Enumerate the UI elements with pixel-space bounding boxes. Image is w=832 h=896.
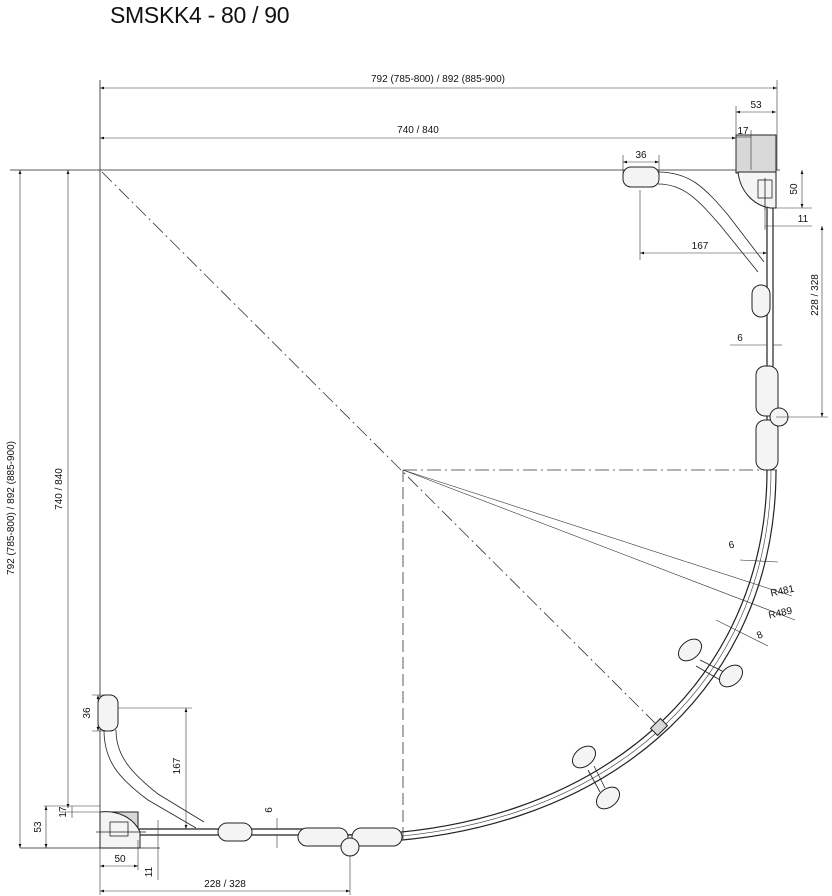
handle-arm-top bbox=[622, 166, 789, 471]
handle-arm-bottom bbox=[97, 694, 403, 857]
center-lines bbox=[101, 171, 780, 840]
dim-inner-width: 740 / 840 bbox=[100, 125, 736, 140]
label-inner-height: 740 / 840 bbox=[54, 468, 65, 510]
dim-profile-11: 11 bbox=[764, 210, 812, 230]
dim-overall-height: 792 (785-800) / 892 (885-900) bbox=[6, 170, 22, 848]
dim-profile-50: 50 bbox=[776, 170, 812, 209]
label-radius-outer: R489 bbox=[768, 606, 794, 622]
radius-lines bbox=[402, 469, 796, 647]
label-bottom-228: 228 / 328 bbox=[204, 879, 246, 890]
label-bottom-50: 50 bbox=[114, 854, 126, 865]
label-left-36: 36 bbox=[82, 707, 93, 719]
label-glass-6: 6 bbox=[737, 333, 743, 344]
label-profile-17: 17 bbox=[737, 126, 749, 137]
dim-left-17: 17 bbox=[58, 806, 100, 818]
wall-profile-top-right bbox=[735, 134, 777, 210]
label-handle-36: 36 bbox=[635, 150, 647, 161]
dim-glass-6: 6 bbox=[730, 333, 782, 346]
dim-overall-width: 792 (785-800) / 892 (885-900) bbox=[100, 74, 778, 170]
label-left-53: 53 bbox=[33, 821, 44, 833]
label-arm-167: 167 bbox=[692, 241, 709, 252]
curved-glass bbox=[110, 195, 777, 844]
label-left-17: 17 bbox=[58, 806, 69, 818]
label-overall-width: 792 (785-800) / 892 (885-900) bbox=[371, 74, 505, 85]
label-profile-11: 11 bbox=[798, 214, 809, 225]
label-radius-inner: R481 bbox=[770, 584, 796, 600]
dim-handle-36: 36 bbox=[622, 150, 660, 175]
door-knob-lower bbox=[571, 745, 621, 810]
label-door-228: 228 / 328 bbox=[810, 274, 821, 316]
dim-glass-6b: 6 bbox=[728, 540, 736, 552]
label-overall-height: 792 (785-800) / 892 (885-900) bbox=[6, 441, 17, 575]
door-magnet-joint bbox=[649, 717, 669, 737]
dim-gap-8: 8 bbox=[755, 629, 765, 642]
dim-profile-17: 17 bbox=[736, 126, 752, 170]
dim-radius-inner: R481 bbox=[770, 584, 796, 600]
drawing-title: SMSKK4 - 80 / 90 bbox=[110, 2, 290, 28]
label-profile-50: 50 bbox=[789, 183, 800, 195]
door-knob-upper bbox=[677, 638, 744, 688]
label-glass-6b: 6 bbox=[728, 540, 736, 552]
label-inner-width: 740 / 840 bbox=[397, 125, 439, 136]
label-gap-8: 8 bbox=[755, 629, 765, 642]
label-profile-53: 53 bbox=[750, 100, 762, 111]
wall-profile-bottom-left bbox=[96, 811, 146, 849]
dim-bottom-50: 50 bbox=[100, 840, 139, 870]
label-left-167: 167 bbox=[172, 757, 183, 774]
dim-left-6: 6 bbox=[264, 807, 278, 848]
dim-bottom-228: 228 / 328 bbox=[99, 848, 351, 895]
dim-arm-167: 167 bbox=[639, 190, 767, 260]
label-bottom-11: 11 bbox=[144, 866, 155, 877]
dim-door-228: 228 / 328 bbox=[776, 226, 828, 418]
dim-inner-height: 740 / 840 bbox=[54, 170, 70, 808]
label-left-6: 6 bbox=[264, 807, 275, 813]
dim-left-167: 167 bbox=[118, 707, 192, 829]
dim-profile-53: 53 bbox=[735, 100, 776, 170]
dim-bottom-11: 11 bbox=[144, 820, 159, 880]
dim-left-36: 36 bbox=[82, 694, 112, 732]
dim-radius-outer: R489 bbox=[768, 606, 794, 622]
